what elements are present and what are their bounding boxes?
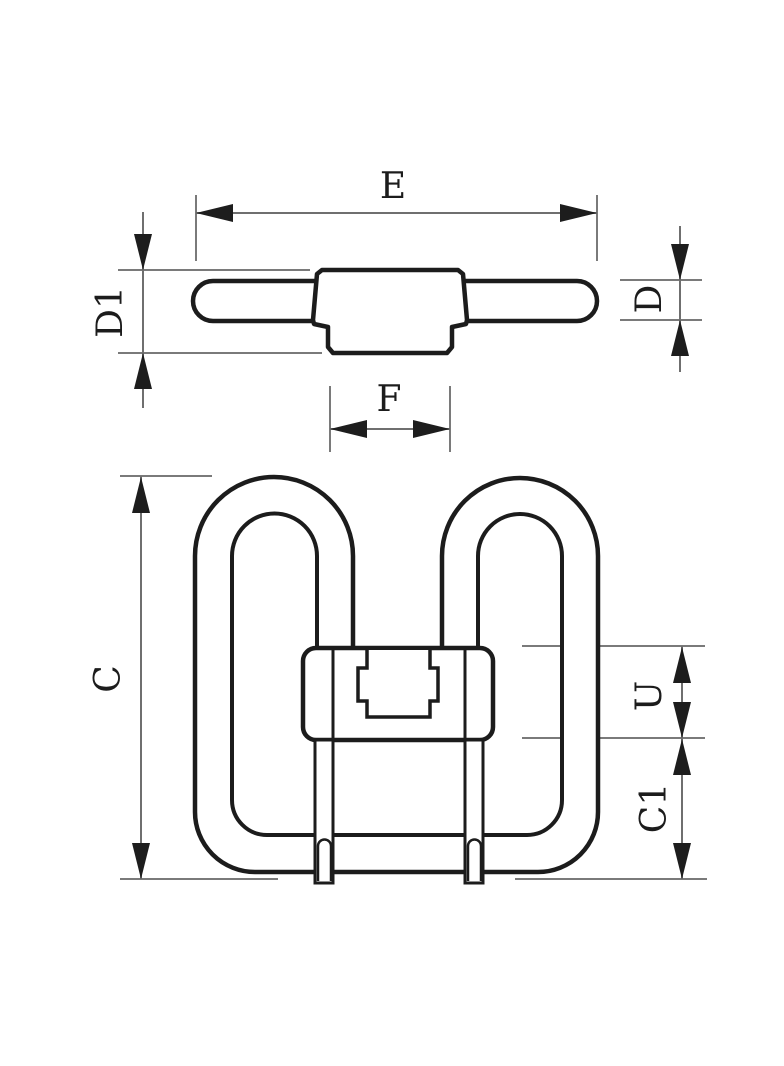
arrow-up-icon: [673, 647, 691, 683]
dimension-overall-height: C: [88, 475, 707, 880]
dim-label-C: C: [88, 665, 129, 693]
dimension-overall-width: E: [195, 166, 598, 261]
front-view: C: [88, 474, 707, 885]
dim-label-E: E: [380, 166, 406, 207]
arrow-down-icon: [673, 702, 691, 738]
arrow-up-icon: [134, 353, 152, 389]
dimension-base-to-pin-end: C1: [634, 739, 691, 879]
dimension-base-height: D1: [90, 212, 322, 408]
dim-label-F: F: [377, 379, 402, 420]
lamp-base-block: [300, 645, 496, 743]
arrow-left-icon: [330, 420, 367, 438]
dimension-base-block-height: U: [629, 647, 691, 738]
arrow-up-icon: [673, 739, 691, 775]
arrow-down-icon: [132, 843, 150, 879]
arrow-up-icon: [671, 320, 689, 356]
dim-label-C1: C1: [634, 783, 675, 833]
arrow-right-icon: [413, 420, 450, 438]
dimension-base-width: F: [329, 379, 451, 452]
side-view: E D1 D: [90, 166, 702, 452]
lamp-pins: [313, 738, 485, 885]
tube-inner-outline: [230, 511, 564, 837]
dim-label-U: U: [629, 681, 670, 711]
dim-label-D1: D1: [90, 286, 131, 338]
lamp-base-profile: [310, 267, 470, 356]
connector-cutout: [356, 650, 440, 719]
pin-left-detail: [316, 838, 333, 881]
arrow-up-icon: [132, 477, 150, 513]
lamp-side-profile: [190, 267, 600, 356]
arrow-right-icon: [560, 204, 597, 222]
arrow-left-icon: [196, 204, 233, 222]
pin-left: [313, 738, 335, 885]
tube-outer-outline: [192, 474, 601, 875]
arrow-down-icon: [134, 234, 152, 270]
dimension-tube-diameter: D: [620, 226, 702, 372]
lamp-front-tube: [192, 474, 601, 875]
pin-right: [463, 738, 485, 885]
arrow-down-icon: [673, 843, 691, 879]
dim-label-D: D: [629, 285, 670, 314]
arrow-down-icon: [671, 244, 689, 280]
pin-right-detail: [466, 838, 483, 881]
